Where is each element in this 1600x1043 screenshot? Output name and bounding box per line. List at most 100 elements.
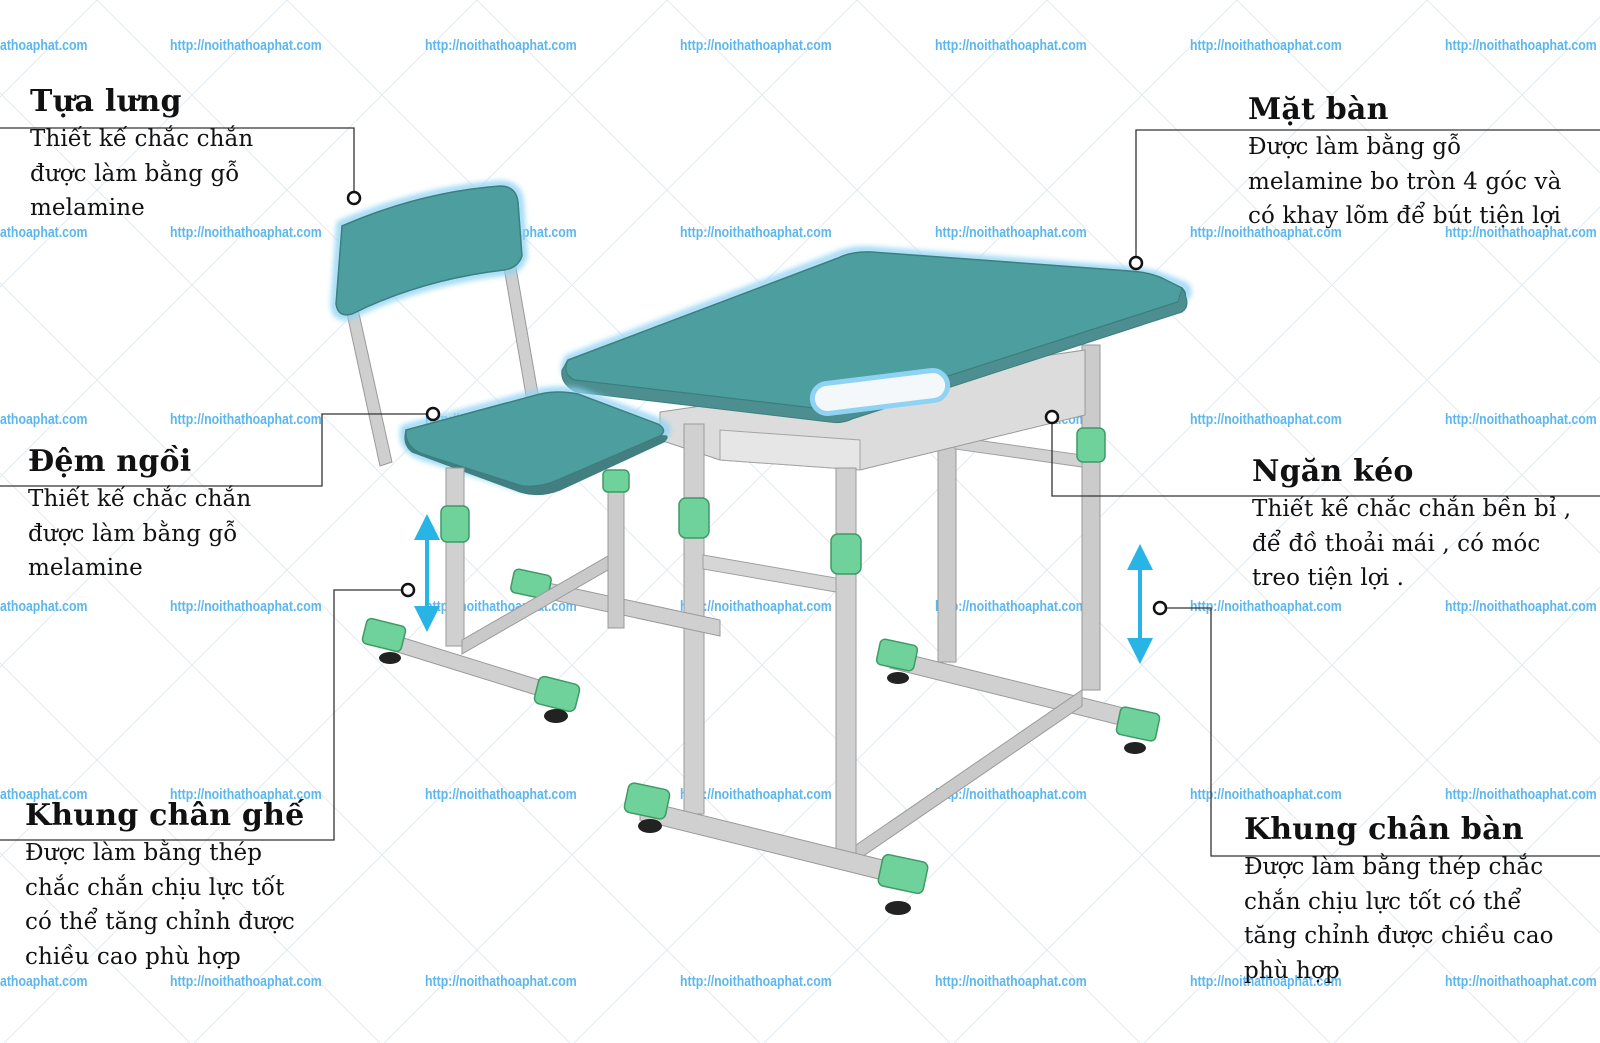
callout-seat: Đệm ngồi Thiết kế chắc chắn được làm bằn… bbox=[28, 444, 251, 586]
pattern-line bbox=[953, 396, 1600, 1043]
watermark-text: http://noithathoaphat.com bbox=[170, 37, 322, 54]
watermark-text: http://noithathoaphat.com bbox=[935, 224, 1087, 241]
leader-line-desk-frame bbox=[1160, 607, 1600, 857]
callout-description: Được làm bằng thép chắc chắn chịu lực tố… bbox=[1244, 854, 1554, 984]
watermark-text: athoaphat.com bbox=[0, 411, 88, 428]
double-arrow-vertical-icon bbox=[1127, 544, 1153, 664]
watermark-text: http://noithathoaphat.com bbox=[1445, 224, 1597, 241]
watermark-text: http://noithathoaphat.com bbox=[680, 786, 832, 803]
double-arrow-vertical-icon bbox=[414, 514, 440, 632]
watermark-text: http://noithathoaphat.com bbox=[170, 973, 322, 990]
chair-front-foot-cap-left bbox=[361, 617, 407, 653]
chair-front-foot-cap-right bbox=[533, 675, 581, 713]
chair-seat-edge bbox=[404, 429, 668, 496]
pattern-line bbox=[0, 0, 478, 478]
chair-side-rail bbox=[461, 555, 609, 655]
desk-front-foot-cap-right bbox=[877, 853, 929, 895]
pointer-dot-drawer bbox=[1044, 409, 1060, 425]
pattern-line bbox=[1333, 776, 1600, 1043]
watermark-text: http://noithathoaphat.com bbox=[1445, 786, 1597, 803]
callout-description: Thiết kế chắc chắn được làm bằng gỗ mela… bbox=[28, 486, 252, 581]
chair-leveler-right bbox=[544, 709, 568, 723]
watermark-text: http://noithathoaphat.com bbox=[1445, 37, 1597, 54]
pointer-dot-chair-frame bbox=[400, 582, 416, 598]
callout-title: Đệm ngồi bbox=[28, 444, 192, 479]
desk-front-leveler-left bbox=[638, 819, 662, 833]
watermark-text: http://noithathoaphat.com bbox=[170, 224, 322, 241]
watermark-text: http://noithathoaphat.com bbox=[425, 973, 577, 990]
leader-line-desktop bbox=[1135, 129, 1600, 263]
pattern-line bbox=[0, 0, 668, 668]
pattern-line bbox=[0, 472, 571, 1043]
watermark-text: http://noithathoaphat.com bbox=[1190, 786, 1342, 803]
pattern-line bbox=[1236, 0, 1600, 364]
callout-chair-frame: Khung chân ghế Được làm bằng thép chắc c… bbox=[25, 798, 304, 974]
pattern-line bbox=[1143, 586, 1600, 1043]
pattern-line bbox=[0, 662, 381, 1043]
callout-title: Khung chân bàn bbox=[1244, 812, 1524, 847]
watermark-text: http://noithathoaphat.com bbox=[935, 37, 1087, 54]
chair-back-foot-cap-left bbox=[510, 568, 552, 600]
watermark-text: http://noithathoaphat.com bbox=[680, 973, 832, 990]
watermark-text: http://noithathoaphat.com bbox=[170, 786, 322, 803]
callout-description: Được làm bằng gỗ melamine bo tròn 4 góc … bbox=[1248, 134, 1562, 229]
chair bbox=[330, 180, 721, 723]
desk-pen-tray bbox=[809, 368, 951, 416]
watermark-text: http://noithathoaphat.com bbox=[1190, 411, 1342, 428]
watermark-text: http://noithathoaphat.com bbox=[935, 973, 1087, 990]
pointer-dot-desk-frame bbox=[1152, 600, 1168, 616]
pattern-line bbox=[666, 0, 1600, 934]
desk-back-leveler-left bbox=[887, 672, 909, 684]
watermark-text: athoaphat.com bbox=[0, 598, 88, 615]
callout-title: Mặt bàn bbox=[1248, 92, 1389, 127]
watermark-text: athoaphat.com bbox=[0, 973, 88, 990]
watermark-text: http://noithathoaphat.com bbox=[680, 224, 832, 241]
desk-front-leveler-right bbox=[885, 901, 911, 915]
watermark-text: http://noithathoaphat.com bbox=[1445, 411, 1597, 428]
pattern-line bbox=[476, 0, 1521, 1043]
chair-backrest-glow bbox=[330, 180, 528, 320]
desk-drawer-front bbox=[719, 429, 861, 471]
watermark-text: http://noithathoaphat.com bbox=[935, 598, 1087, 615]
desk-front-foot-cap-left bbox=[623, 782, 671, 820]
watermark-text: http://noithathoaphat.com bbox=[1190, 224, 1342, 241]
watermark-text: http://noithathoaphat.com bbox=[680, 37, 832, 54]
watermark-text: athoaphat.com bbox=[0, 37, 88, 54]
pointer-dot-backrest bbox=[346, 190, 362, 206]
watermark-text: http://noithathoaphat.com bbox=[1445, 598, 1597, 615]
desk-front-crossbar bbox=[702, 554, 837, 593]
desk-height-clamp-front-left bbox=[678, 497, 710, 539]
callout-description: Thiết kế chắc chắn được làm bằng gỗ mela… bbox=[30, 126, 254, 221]
callout-title: Tựa lưng bbox=[30, 84, 182, 119]
chair-backrest-panel bbox=[335, 185, 523, 316]
leader-line-chair-frame bbox=[0, 589, 408, 841]
callout-title: Ngăn kéo bbox=[1252, 454, 1414, 489]
callout-description: Thiết kế chắc chắn bền bỉ , để đồ thoải … bbox=[1252, 496, 1572, 591]
watermark-text: http://noithathoaphat.com bbox=[680, 598, 832, 615]
desk-back-foot-cap-right bbox=[1115, 706, 1161, 742]
watermark-text: http://noithathoaphat.com bbox=[425, 786, 577, 803]
watermark-text: http://noithathoaphat.com bbox=[1190, 973, 1342, 990]
watermark-text: http://noithathoaphat.com bbox=[1190, 598, 1342, 615]
pattern-line bbox=[286, 0, 1331, 1043]
leader-line-backrest bbox=[0, 127, 355, 198]
callout-backrest: Tựa lưng Thiết kế chắc chắn được làm bằn… bbox=[30, 84, 253, 226]
pattern-line bbox=[0, 0, 288, 288]
leader-line-drawer bbox=[1051, 417, 1600, 497]
watermark-text: http://noithathoaphat.com bbox=[425, 37, 577, 54]
watermark-text: http://noithathoaphat.com bbox=[170, 598, 322, 615]
pattern-line bbox=[0, 852, 191, 1043]
callout-desk-frame: Khung chân bàn Được làm bằng thép chắc c… bbox=[1244, 812, 1554, 988]
watermark-text: http://noithathoaphat.com bbox=[1190, 37, 1342, 54]
desk-height-clamp-front-right bbox=[830, 533, 862, 575]
pattern-line bbox=[3, 0, 1048, 1043]
callout-desktop: Mặt bàn Được làm bằng gỗ melamine bo trò… bbox=[1248, 92, 1561, 234]
watermark-text: athoaphat.com bbox=[0, 224, 88, 241]
leader-line-seat bbox=[0, 413, 433, 487]
desk bbox=[561, 246, 1191, 915]
pointer-dot-desktop bbox=[1128, 255, 1144, 271]
pattern-line bbox=[0, 0, 858, 858]
